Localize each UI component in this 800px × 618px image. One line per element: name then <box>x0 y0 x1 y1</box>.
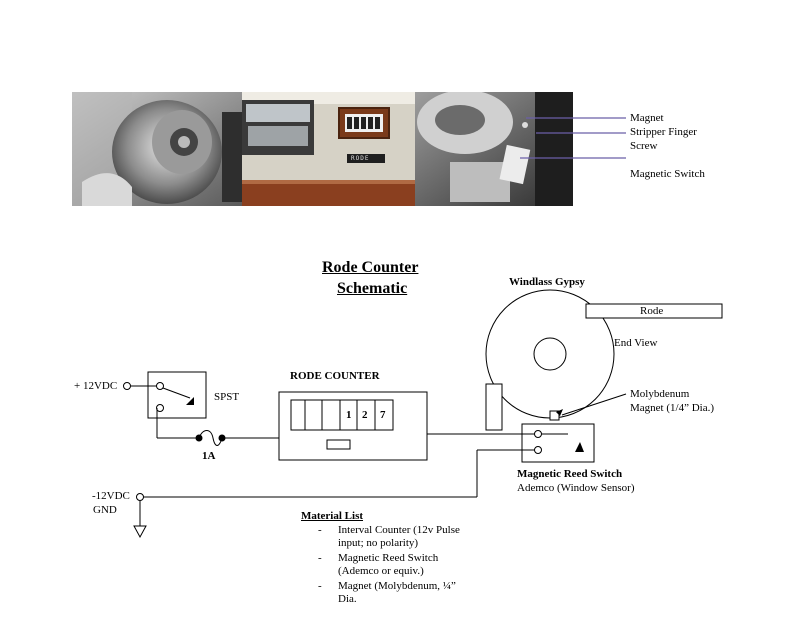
counter-digit: 2 <box>362 409 368 421</box>
schematic-title-line1: Rode Counter <box>322 259 419 276</box>
list-item-line: Interval Counter (12v Pulse <box>338 524 460 536</box>
spst-label: SPST <box>214 391 240 403</box>
list-bullet: - <box>318 552 322 564</box>
magnet-label-line1: Molybdenum <box>630 388 690 400</box>
gnd-label: GND <box>93 504 117 516</box>
photo-reed-switch-mount-image <box>415 92 573 206</box>
list-bullet: - <box>318 524 322 536</box>
callout-stripper-finger-screw: Screw <box>630 140 658 152</box>
rode-counter-title: RODE COUNTER <box>290 370 380 382</box>
windlass-gypsy-label: Windlass Gypsy <box>509 276 585 288</box>
list-item-line: Dia. <box>338 593 357 605</box>
photo-counter-panel-image <box>242 92 415 206</box>
counter-digit: 1 <box>346 409 352 421</box>
fuse-label: 1A <box>202 450 216 462</box>
reed-switch-subtitle: Ademco (Window Sensor) <box>517 482 635 494</box>
schematic-title-line2: Schematic <box>337 280 408 297</box>
counter-plate-label: RODE <box>351 155 370 162</box>
photo-counter-panel: RODE <box>242 92 415 206</box>
reed-switch-title: Magnetic Reed Switch <box>517 468 623 480</box>
list-item: - Magnet (Molybdenum, ¼” Dia. <box>318 580 498 606</box>
magnet-label-line2: Magnet (1/4” Dia.) <box>630 402 714 414</box>
rode-rect <box>585 303 723 319</box>
list-item: - Magnetic Reed Switch (Ademco or equiv.… <box>318 552 498 578</box>
gypsy-hub <box>533 337 567 371</box>
list-item-line: input; no polarity) <box>338 537 419 549</box>
callout-stripper-finger: Stripper Finger <box>630 126 697 138</box>
list-item-line: (Ademco or equiv.) <box>338 565 424 577</box>
callout-magnet: Magnet <box>630 112 664 124</box>
photo-windlass-gypsy <box>72 92 242 206</box>
list-item: - Interval Counter (12v Pulse input; no … <box>318 524 498 550</box>
spst-box <box>147 371 207 419</box>
rode-label: Rode <box>640 305 664 317</box>
counter-digit: 7 <box>380 409 386 421</box>
magnet-square <box>549 410 560 421</box>
photo-windlass-gypsy-image <box>72 92 242 206</box>
callout-magnetic-switch: Magnetic Switch <box>630 168 705 180</box>
material-list-title: Material List <box>301 510 364 522</box>
list-item-line: Magnet (Molybdenum, ¼” <box>338 580 456 592</box>
negative-12vdc-label: -12VDC <box>92 490 130 502</box>
positive-12vdc-label: + 12VDC <box>74 380 118 392</box>
photo-reed-switch-mount <box>415 92 573 206</box>
list-bullet: - <box>318 580 322 592</box>
list-item-line: Magnetic Reed Switch <box>338 552 439 564</box>
reed-switch-box <box>521 423 595 463</box>
counter-box <box>278 391 428 461</box>
gypsy-stand <box>485 383 503 431</box>
end-view-label: End View <box>614 337 658 349</box>
